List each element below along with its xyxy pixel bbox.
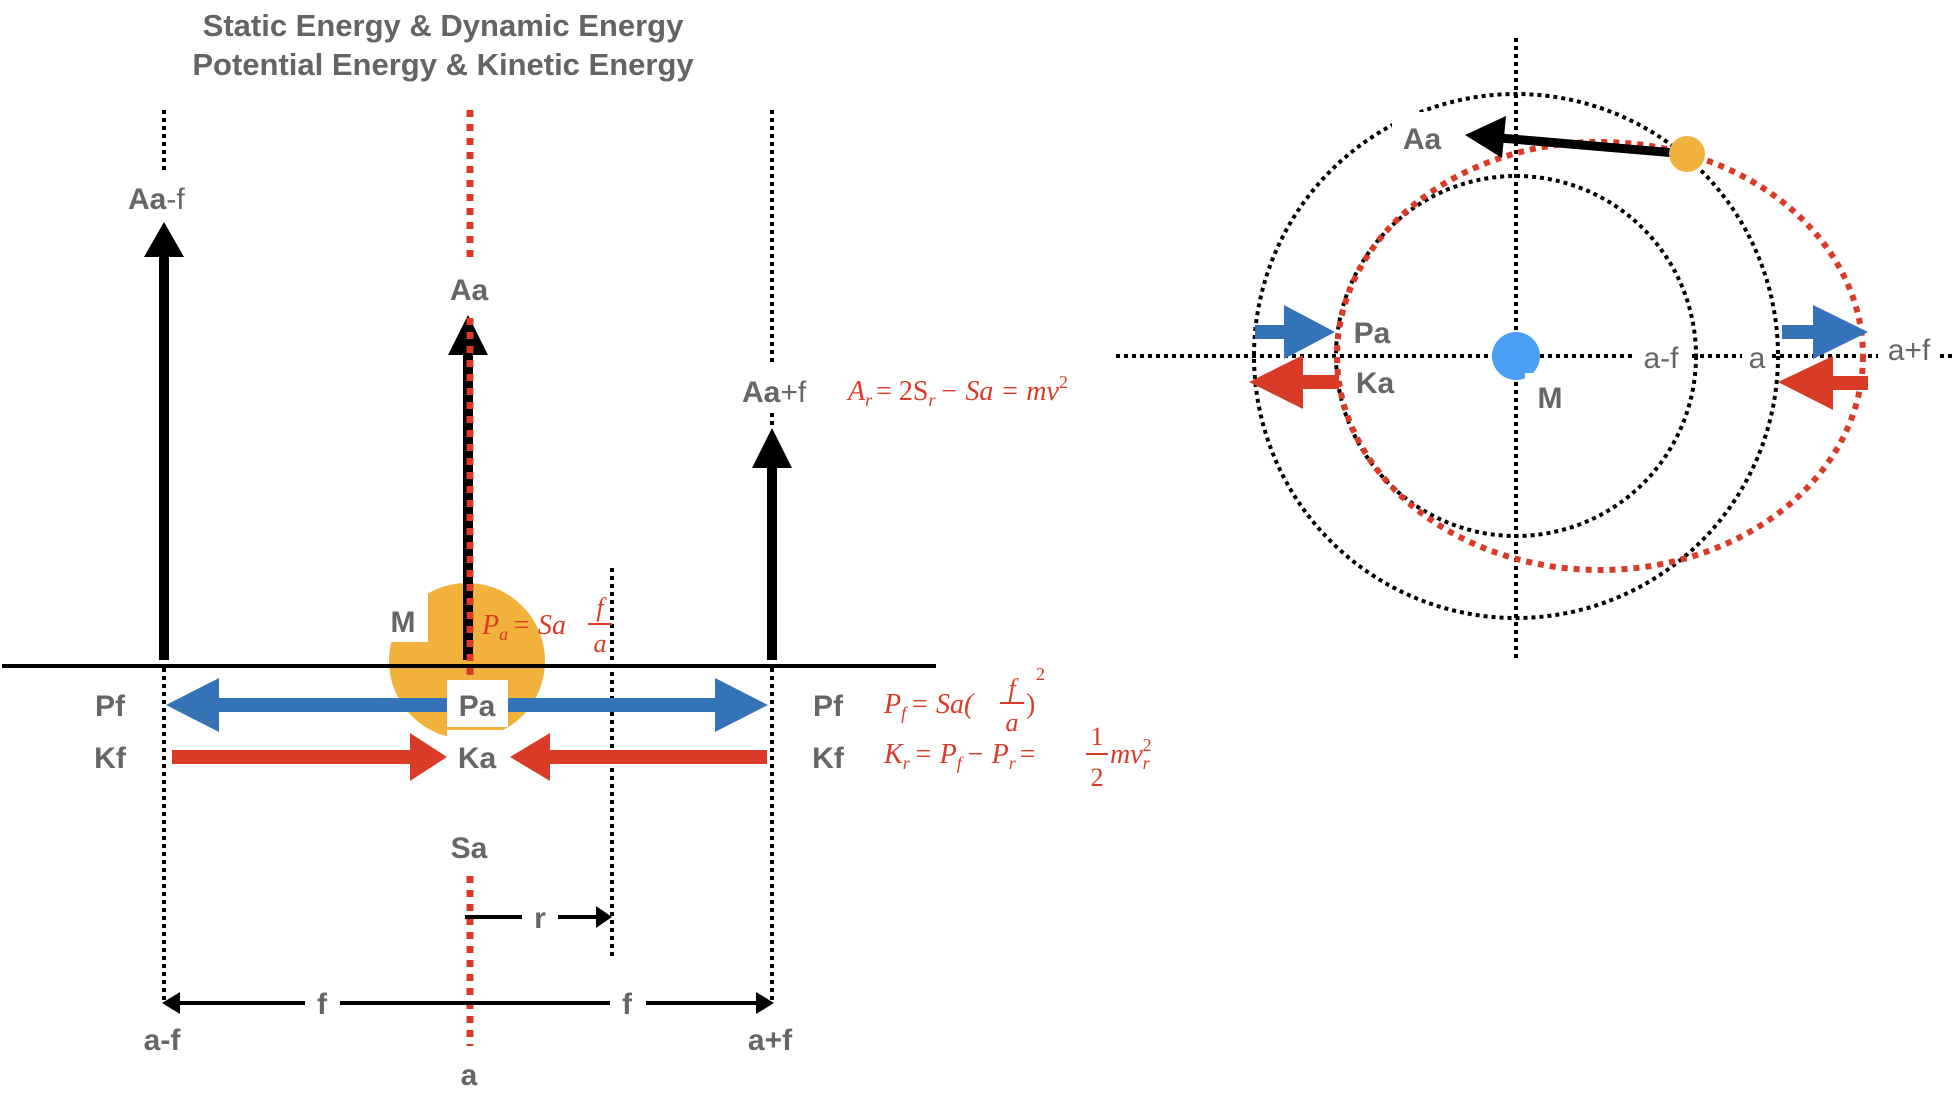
- orbit-potential-arrow-right: [1782, 305, 1868, 359]
- central-mass-dot: [1492, 332, 1540, 380]
- arrow-shaft: [1782, 325, 1816, 339]
- pa-label-box: [447, 680, 508, 727]
- arrow-shaft: [1300, 375, 1339, 389]
- label-aa: Aa: [450, 274, 489, 307]
- r-dimension-arrow: [465, 906, 612, 928]
- formula-pf-exponent: 2: [1036, 664, 1045, 684]
- formula-pf-denominator: a: [1006, 708, 1019, 737]
- label-backing: [1742, 332, 1772, 368]
- title: Static Energy & Dynamic Energy Potential…: [192, 8, 694, 82]
- label-pf-right: Pf: [813, 690, 844, 723]
- label-pf-left: Pf: [95, 690, 126, 723]
- label-f-right: f: [622, 988, 633, 1021]
- orbit-label-pa: Pa: [1354, 317, 1391, 350]
- arrow-right-icon: [756, 992, 774, 1014]
- formula-pf: Pf= Sa( f a ) 2: [883, 664, 1045, 737]
- label-sa: Sa: [451, 832, 488, 865]
- orbit-kinetic-arrow-right: [1778, 356, 1868, 410]
- orbit-circle-a-plus-f: [1252, 92, 1780, 620]
- arrow-left-icon: [1249, 355, 1303, 409]
- vector-aa-minus-f: [144, 222, 184, 660]
- orbit-ellipse-a: [1334, 139, 1866, 573]
- formula-pa-lhs: Pa= Sa: [481, 610, 566, 644]
- label-backing: [1634, 332, 1688, 368]
- orbiting-body-dot: [1669, 136, 1705, 172]
- orbit-kinetic-arrow-left: [1249, 355, 1339, 409]
- label-f-left: f: [317, 988, 328, 1021]
- label-backing: [1392, 112, 1454, 156]
- kinetic-arrow-right: [510, 733, 767, 781]
- arrow-right-icon: [715, 678, 768, 732]
- potential-arrow-left: [166, 678, 449, 732]
- label-mass-m: M: [391, 606, 416, 639]
- left-diagram: Aa-f Aa Aa+f M Pa Ka Sa Pf Kf Pf Kf r f …: [2, 110, 1152, 1092]
- formula-pa: Pa= Sa f a: [481, 593, 612, 658]
- mass-label-cutout: [1525, 373, 1565, 413]
- title-line-1: Static Energy & Dynamic Energy: [203, 8, 684, 43]
- arrow-shaft: [1499, 133, 1688, 159]
- arrow-left-icon: [1465, 116, 1506, 158]
- title-line-2: Potential Energy & Kinetic Energy: [192, 47, 694, 82]
- orbit-label-m: M: [1538, 382, 1563, 415]
- arrow-shaft: [548, 750, 767, 764]
- axis-label-a-plus-f: a+f: [748, 1024, 793, 1057]
- potential-arrow-right: [506, 678, 768, 732]
- arrow-right-icon: [1813, 305, 1868, 359]
- orbit-label-aa: Aa: [1403, 123, 1442, 156]
- label-pa: Pa: [459, 690, 496, 723]
- orbit-axis-label-a: a: [1749, 342, 1766, 375]
- arrow-shaft: [1830, 376, 1868, 390]
- ka-label-box: [447, 730, 508, 782]
- arrow-shaft: [217, 698, 449, 712]
- formula-kr-numerator: 1: [1091, 722, 1104, 751]
- orbit-axis-label-a-minus-f: a-f: [1643, 342, 1679, 375]
- formula-pf-lhs: Pf= Sa(: [883, 689, 975, 723]
- arrow-shaft: [506, 698, 717, 712]
- formula-kr-denominator: 2: [1091, 763, 1104, 792]
- arrow-shaft: [767, 466, 777, 660]
- arrow-left-icon: [166, 678, 219, 732]
- formula-pa-denominator: a: [594, 629, 607, 658]
- label-aa-plus-f: Aa+f: [742, 376, 807, 409]
- arrow-right-icon: [1284, 305, 1335, 359]
- arrow-right-icon: [410, 733, 447, 781]
- axis-label-a: a: [461, 1059, 478, 1092]
- orbit-velocity-arrow: [1465, 116, 1688, 159]
- formula-ar-text: Ar= 2Sr− Sa = mv2: [846, 372, 1068, 410]
- orbit-label-ka: Ka: [1356, 367, 1395, 400]
- orbit-circle-a-minus-f: [1334, 174, 1698, 538]
- formula-pf-numerator: f: [1008, 674, 1019, 703]
- arrow-left-icon: [510, 733, 550, 781]
- orbit-potential-arrow-left: [1255, 305, 1335, 359]
- arrow-shaft: [1255, 325, 1287, 339]
- label-ka: Ka: [458, 742, 497, 775]
- arrow-left-icon: [162, 992, 180, 1014]
- label-kf-right: Kf: [812, 742, 845, 775]
- formula-kr-text: Kr= Pf− Pr=: [883, 739, 1036, 773]
- arrow-right-icon: [596, 906, 612, 928]
- label-aa-minus-f: Aa-f: [128, 183, 185, 216]
- label-kf-left: Kf: [94, 742, 127, 775]
- label-backing: [1878, 328, 1940, 368]
- label-r: r: [534, 902, 546, 935]
- formula-pa-numerator: f: [596, 593, 607, 622]
- formula-ar: Ar= 2Sr− Sa = mv2: [846, 372, 1068, 410]
- axis-label-a-minus-f: a-f: [144, 1024, 182, 1057]
- formula-pf-close: ): [1026, 689, 1035, 720]
- arrow-up-icon: [752, 428, 792, 468]
- f-dimension-arrow: [162, 992, 774, 1014]
- arrow-shaft: [159, 255, 169, 660]
- kinetic-arrow-left: [172, 733, 447, 781]
- orbit-axis-label-a-plus-f: a+f: [1888, 334, 1931, 367]
- arrow-up-icon: [144, 222, 184, 257]
- vector-aa-plus-f: [752, 428, 792, 660]
- right-diagram: Aa Pa Ka M a-f a a+f: [1116, 38, 1953, 660]
- arrow-left-icon: [1778, 356, 1833, 410]
- arrow-shaft: [172, 750, 412, 764]
- mass-label-cutout: [386, 580, 428, 642]
